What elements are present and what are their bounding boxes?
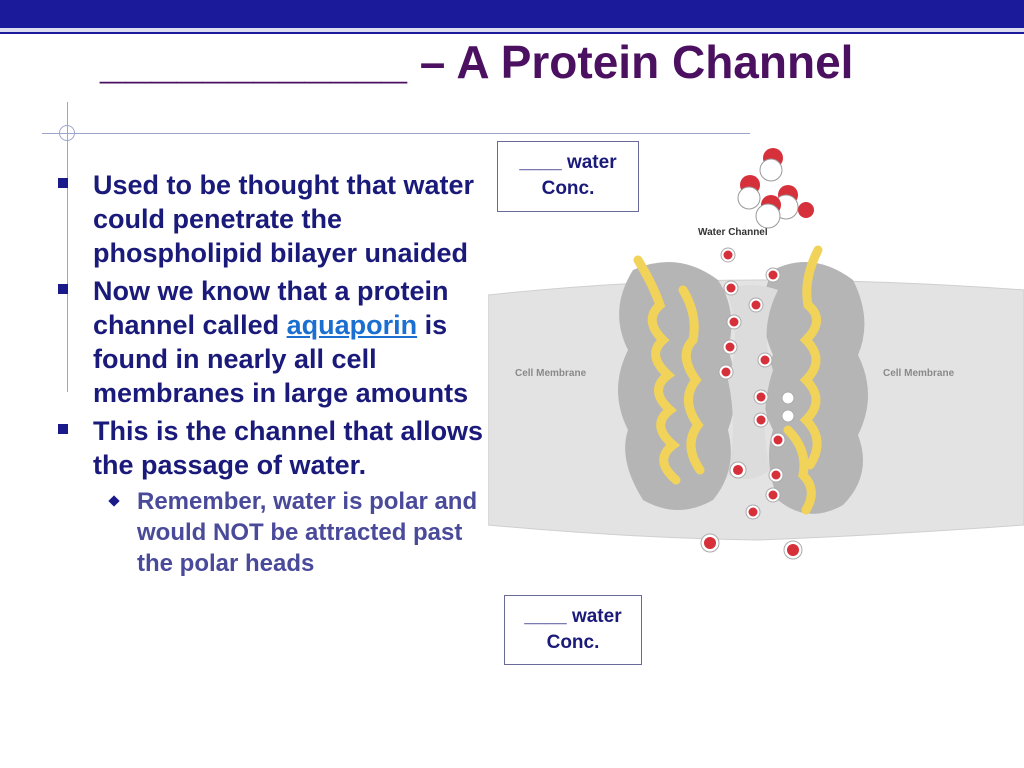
header-stripe: [0, 28, 1024, 32]
square-bullet-icon: [58, 178, 68, 188]
bottom-box-line1: ____ water: [524, 606, 622, 627]
bullet-list: Used to be thought that water could pene…: [56, 168, 486, 579]
decorative-crosshair-icon: [59, 125, 75, 141]
bullet-text: Used to be thought that water could pene…: [93, 170, 474, 268]
cell-membrane-label-left: Cell Membrane: [515, 368, 587, 379]
helix-left: [633, 255, 705, 485]
aquaporin-link[interactable]: aquaporin: [286, 310, 418, 340]
top-water-conc-box: ____ water Conc.: [497, 141, 639, 212]
diamond-bullet-icon: [108, 495, 120, 507]
bottom-box-line2: Conc.: [546, 632, 600, 653]
water-molecules-top: [737, 148, 814, 229]
slide-title: ____________ – A Protein Channel: [100, 36, 854, 88]
decorative-rule: [42, 133, 750, 134]
protein-left: [618, 262, 736, 510]
channel-pore: [726, 285, 778, 479]
bottom-water-conc-box: ____ water Conc.: [504, 595, 642, 665]
sub-bullet-text: Remember, water is polar and would NOT b…: [137, 488, 478, 577]
bullet-item: This is the channel that allows the pass…: [56, 414, 486, 482]
bullet-item: Used to be thought that water could pene…: [56, 168, 486, 270]
top-box-line2: Conc.: [541, 178, 595, 199]
cell-membrane-label-right: Cell Membrane: [883, 368, 955, 379]
top-box-line1: ____ water: [519, 152, 617, 173]
square-bullet-icon: [58, 284, 68, 294]
square-bullet-icon: [58, 424, 68, 434]
water-molecules-bottom: [700, 533, 803, 560]
sub-bullet-item: Remember, water is polar and would NOT b…: [56, 486, 486, 579]
bullet-item: Now we know that a protein channel calle…: [56, 274, 486, 410]
bullet-text: This is the channel that allows the pass…: [93, 416, 484, 480]
helix-right: [783, 245, 823, 515]
bullet-text-post: is found in nearly all cell membranes in…: [93, 310, 469, 408]
bullet-text-pre: Now we know that a protein channel calle…: [93, 276, 449, 340]
water-channel-label: Water Channel: [698, 227, 768, 238]
decorative-vertical-rule: [67, 102, 68, 392]
aquaporin-diagram: Water Channel Cell Membrane Cell Membran…: [488, 148, 1024, 560]
water-molecules-channel: [718, 247, 795, 520]
